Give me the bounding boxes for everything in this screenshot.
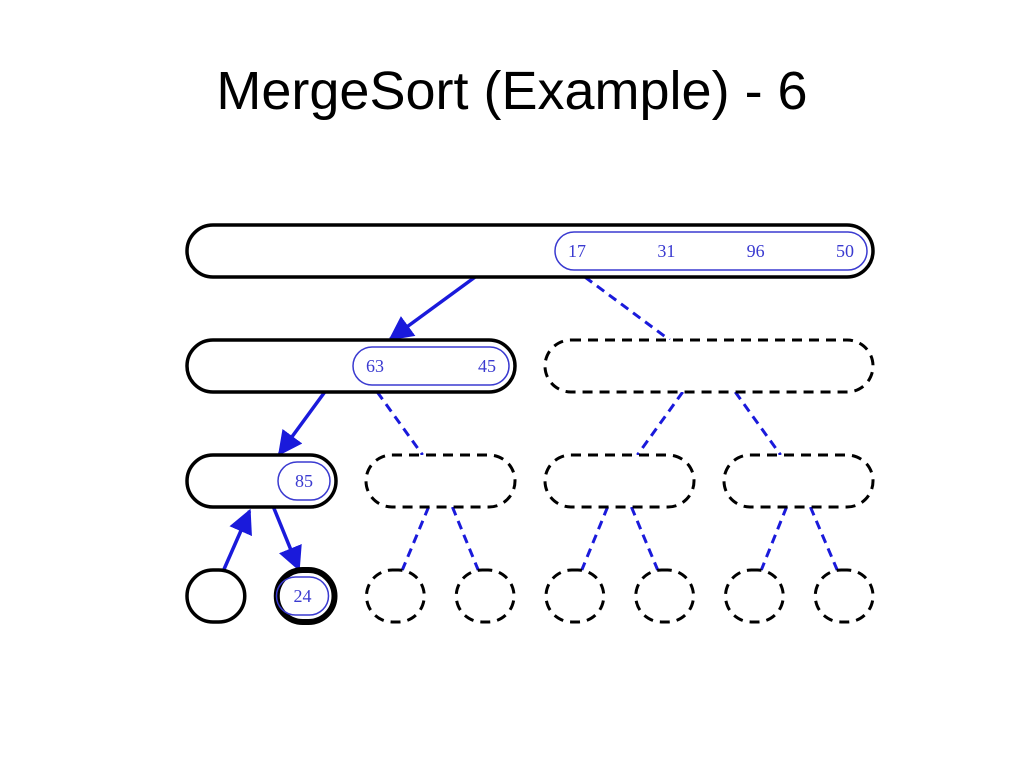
tree-node (722, 453, 875, 509)
node-value: 96 (747, 241, 765, 261)
tree-edge (400, 506, 430, 571)
node-outline (724, 568, 785, 624)
tree-edge (221, 508, 252, 573)
node-outline (454, 568, 516, 624)
edges-layer (221, 275, 839, 573)
node-value: 45 (478, 356, 496, 376)
tree-edge (630, 506, 660, 571)
node-value: 17 (568, 241, 586, 261)
tree-node (543, 453, 696, 509)
tree-edge (636, 391, 684, 456)
node-outline (634, 568, 695, 624)
tree-node: 24 (273, 567, 338, 625)
tree-edge (451, 506, 480, 571)
value-group-outline (352, 346, 510, 386)
tree-node: 17 31 96 50 (185, 223, 875, 279)
node-outline (365, 568, 426, 624)
tree-node (365, 568, 426, 624)
node-outline (813, 568, 875, 624)
node-value: 63 (366, 356, 384, 376)
node-outline (185, 223, 875, 279)
node-outline (185, 453, 338, 509)
node-value: 31 (657, 241, 675, 261)
node-value: 85 (295, 471, 313, 491)
tree-edge (759, 506, 788, 571)
tree-node (634, 568, 695, 624)
node-value: 50 (836, 241, 854, 261)
node-outline (722, 453, 875, 509)
tree-edge (388, 275, 477, 341)
tree-edge (271, 506, 302, 572)
node-outline (544, 568, 606, 624)
node-outline (185, 338, 517, 394)
node-outline (543, 453, 696, 509)
tree-edge (580, 506, 609, 571)
tree-node (185, 568, 247, 624)
value-group-outline (277, 461, 331, 501)
tree-node (364, 453, 517, 509)
tree-node (724, 568, 785, 624)
value-group-outline (275, 576, 330, 616)
value-group-outline (554, 231, 868, 271)
tree-edge (809, 506, 839, 571)
tree-node: 63 45 (185, 338, 517, 394)
nodes-layer: 17 31 96 50 63 45 85 24 (185, 223, 875, 625)
tree-edge (734, 391, 782, 456)
tree-edge (277, 390, 327, 456)
tree-node (454, 568, 516, 624)
tree-node (813, 568, 875, 624)
tree-node (544, 568, 606, 624)
tree-node: 85 (185, 453, 338, 509)
slide-title: MergeSort (Example) - 6 (216, 61, 808, 121)
tree-node (543, 338, 875, 394)
node-outline (364, 453, 517, 509)
node-value: 24 (294, 586, 312, 606)
tree-edge (583, 275, 671, 342)
node-outline (185, 568, 247, 624)
tree-edge (376, 391, 424, 456)
node-outline (543, 338, 875, 394)
